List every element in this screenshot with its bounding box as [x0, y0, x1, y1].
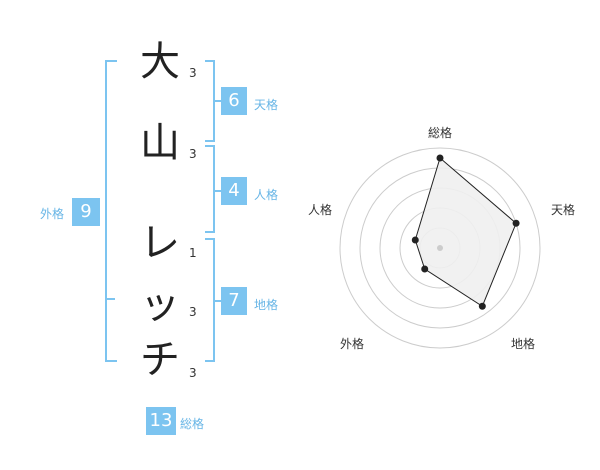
radar-point-1	[436, 154, 444, 162]
chikaku-badge: 7	[221, 287, 247, 315]
jinkaku-label: 人格	[254, 188, 279, 202]
name-char-3: レ	[140, 220, 180, 266]
tenkaku-bracket	[205, 60, 215, 142]
chikaku-connector	[215, 300, 221, 302]
stroke-count-4: 3	[189, 305, 197, 319]
radar-point-2	[512, 219, 520, 227]
radar-label-soukaku: 総格	[428, 126, 453, 140]
radar-label-chikaku: 地格	[511, 337, 536, 351]
gaikaku-label: 外格	[40, 207, 65, 221]
chikaku-label: 地格	[254, 298, 279, 312]
radar-ring	[339, 147, 541, 349]
name-char-4: ッ	[140, 282, 180, 328]
radar-label-jinkaku: 人格	[308, 203, 333, 217]
radar-point-3	[478, 302, 486, 310]
stroke-count-1: 3	[189, 66, 197, 80]
tenkaku-connector	[215, 100, 221, 102]
chikaku-bracket	[205, 238, 215, 362]
gaikaku-bracket	[105, 60, 117, 362]
gaikaku-bracket-tick	[105, 298, 115, 300]
stroke-count-3: 1	[189, 246, 197, 260]
jinkaku-connector	[215, 190, 221, 192]
tenkaku-label: 天格	[254, 98, 279, 112]
radar-label-tenkaku: 天格	[551, 203, 576, 217]
gaikaku-badge: 9	[72, 198, 100, 226]
radar-label-gaikaku: 外格	[340, 337, 365, 351]
jinkaku-badge: 4	[221, 177, 247, 205]
stroke-count-2: 3	[189, 147, 197, 161]
radar-point-5	[411, 236, 419, 244]
radar-center	[437, 245, 443, 251]
soukaku-badge: 13	[146, 407, 176, 435]
radar-point-4	[421, 265, 429, 273]
name-char-5: チ	[140, 337, 180, 383]
tenkaku-badge: 6	[221, 87, 247, 115]
name-char-1: 大	[140, 39, 180, 85]
jinkaku-bracket	[205, 145, 215, 233]
name-char-2: 山	[140, 120, 180, 166]
soukaku-label: 総格	[180, 417, 205, 431]
stroke-count-5: 3	[189, 366, 197, 380]
radar-polygon	[414, 157, 517, 307]
